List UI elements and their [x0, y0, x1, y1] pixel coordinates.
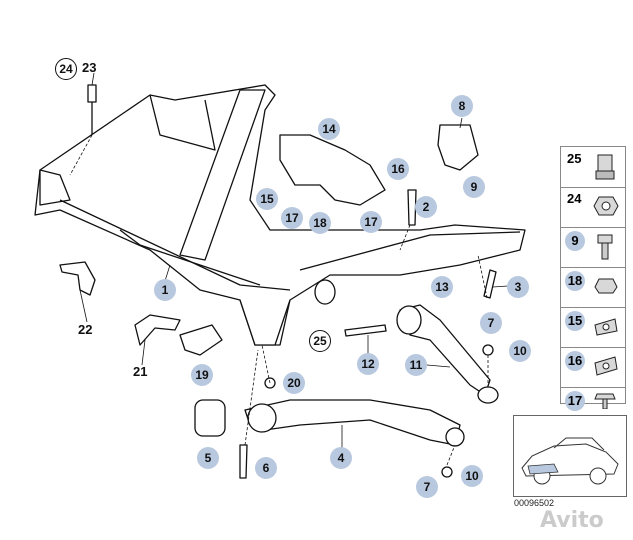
bracket-22 [59, 261, 96, 296]
callout-14: 14 [318, 118, 340, 140]
car-silhouette-icon [521, 437, 619, 485]
callout-15: 15 [256, 188, 278, 210]
callout-11: 11 [405, 354, 427, 376]
callout-13: 13 [431, 276, 453, 298]
callout-6: 6 [255, 457, 277, 479]
bracket-21 [134, 314, 181, 346]
callout-12: 12 [357, 353, 379, 375]
bolt-23 [87, 84, 97, 103]
legend-row-16: 16 [561, 347, 625, 388]
heat-shield [279, 134, 386, 206]
diagram-code: 00096502 [514, 498, 555, 508]
watermark-logo: Avito [540, 508, 604, 533]
callout-22: 22 [78, 322, 93, 337]
legend-row-9: 9 [561, 227, 625, 268]
callout-7b: 7 [416, 476, 438, 498]
callout-3: 3 [507, 276, 529, 298]
rubber-mount-5 [194, 399, 226, 437]
callout-19: 19 [191, 364, 213, 386]
callout-20: 20 [283, 372, 305, 394]
callout-23: 23 [82, 60, 97, 75]
thrust-arm-4 [244, 399, 461, 446]
bolt-3 [483, 269, 497, 299]
front-subframe [34, 84, 526, 346]
bolt-2 [407, 189, 417, 226]
legend-row-17: 17 [561, 387, 625, 411]
clip-nut-icon [594, 318, 618, 336]
bolt-12 [344, 324, 387, 337]
callout-8: 8 [451, 95, 473, 117]
bolt-icon [597, 234, 613, 260]
bracket-8 [437, 124, 479, 171]
callout-21: 21 [133, 364, 148, 379]
collar-nut-icon [594, 278, 618, 294]
sleeve-nut-icon [595, 154, 615, 180]
legend-row-25: 25 [561, 147, 625, 188]
legend-row-18: 18 [561, 267, 625, 308]
hex-nut-icon [593, 196, 619, 216]
callout-7a: 7 [480, 312, 502, 334]
callout-5: 5 [197, 447, 219, 469]
bolt-6 [239, 444, 248, 479]
callout-10b: 10 [461, 465, 483, 487]
callout-2: 2 [415, 196, 437, 218]
callout-24: 24 [55, 58, 77, 80]
callout-17b: 17 [360, 211, 382, 233]
legend-row-15: 15 [561, 307, 625, 348]
callout-4: 4 [330, 447, 352, 469]
vehicle-thumbnail [513, 415, 627, 497]
callout-25: 25 [309, 330, 331, 352]
legend-row-24: 24 [561, 187, 625, 228]
callout-10a: 10 [509, 340, 531, 362]
callout-18: 18 [309, 212, 331, 234]
callout-1: 1 [154, 279, 176, 301]
pad-19 [179, 324, 223, 356]
callout-17a: 17 [281, 207, 303, 229]
fastener-legend: 25 24 9 18 15 16 17 [560, 146, 626, 411]
spring-nut-icon [594, 356, 618, 376]
callout-16: 16 [387, 158, 409, 180]
screw-icon [594, 393, 616, 409]
callout-9: 9 [463, 176, 485, 198]
